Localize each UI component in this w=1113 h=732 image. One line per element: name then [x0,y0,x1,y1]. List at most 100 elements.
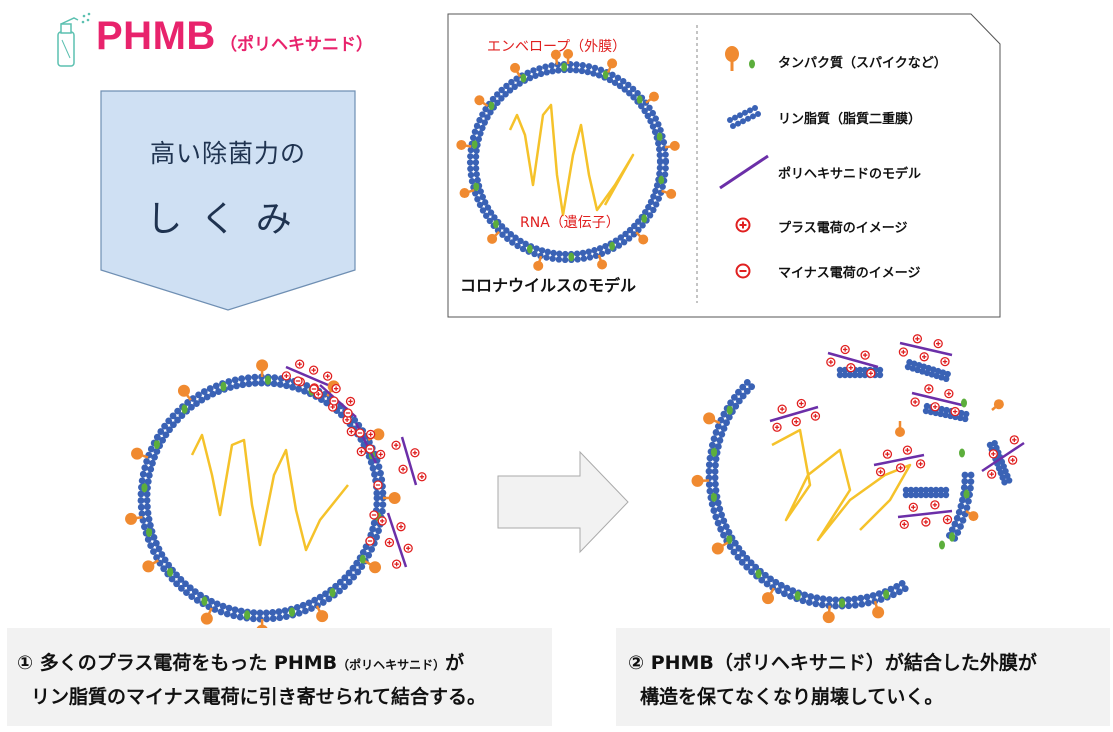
spike-head [638,234,649,245]
plus-charge [384,537,395,548]
rna-strand [190,433,349,552]
phmb-polymer [897,500,953,530]
plus-charge [875,467,886,477]
minus-charge [329,396,339,406]
spike-head [762,592,775,605]
protein-fragment [959,448,965,458]
spike-head [487,233,498,244]
lipid-bead [932,409,940,417]
lipid-bead [922,486,930,494]
spike-head [872,606,885,619]
lipid-bead [902,486,910,494]
banner-line-1: 高い除菌力の [149,139,306,168]
plus-charge [777,404,787,414]
coronavirus-model [456,49,680,271]
plus-charge [366,429,376,440]
plus-charge [919,352,929,362]
plus-charge [866,368,876,378]
plus-charge [323,371,333,381]
lipid-bead [922,491,930,499]
step1-line1-small: （ポリヘキサニド） [337,658,446,672]
plus-charge [391,440,401,450]
spike-head [388,492,401,504]
lipid-bead [917,491,925,499]
lipid-bead [927,486,935,494]
lipid-bead [937,486,945,494]
plus-charge [910,397,920,407]
spike-head [369,561,382,574]
phmb-polymer [391,436,427,486]
minus-charge [355,428,365,438]
plus-charge [895,463,906,473]
lipid-bead [923,402,931,410]
polymer-model-icon [719,154,769,190]
plus-charge [346,426,356,437]
minus-charge [343,408,353,418]
spike-head [669,140,680,151]
plus-charge [924,384,934,394]
lipid-bead [962,415,969,423]
plus-charge [987,469,997,479]
step2-collapse-diagram [691,334,1025,624]
step1-line2: リン脂質のマイナス電荷に引き寄せられて結合する。 [31,686,487,708]
lipid-bead [856,366,864,374]
rna-strand [508,103,635,217]
lipid-bead [922,407,930,415]
phmb-polymer [826,344,879,378]
lipid-bead [876,371,884,379]
plus-charge [376,449,386,460]
plus-charge [940,356,950,367]
plus-charge-icon [735,217,751,233]
plus-charge [921,517,931,527]
lipid-bead [917,486,925,494]
plus-charge [930,500,940,510]
spike-head [993,399,1004,410]
plus-charge [933,338,943,349]
plus-charge [898,347,909,357]
step1-line1-a: ① 多くのプラス電荷をもった PHMB [17,652,338,674]
lipid-bead [851,371,859,379]
plus-charge [295,359,305,369]
rna-label: RNA（遺伝子） [520,215,620,231]
spike-head [550,49,561,60]
minus-charge [365,536,375,546]
lipid-bead [841,371,849,379]
lipid-bead [942,411,949,419]
plus-charge [810,411,821,421]
lipid-bead [962,410,970,418]
plus-charge [417,472,427,482]
plus-charge [915,459,926,469]
mechanism-banner [100,90,356,311]
lipid-bead [944,370,951,378]
spike-head [510,62,521,73]
spike-head [895,427,906,437]
phmb-polymer [898,334,953,367]
spike-head [256,359,269,372]
plus-charge [398,464,408,474]
spike-head [200,612,213,625]
lipid-bead [942,491,950,499]
phmb-polymer [981,435,1025,479]
plus-charge [846,363,856,373]
rna-strand [771,428,912,542]
legend-panel [447,13,1001,318]
spike-head [474,95,485,106]
lipid-bead [912,486,920,494]
spike-protein-icon [725,46,755,71]
plus-charge [840,344,850,355]
spike-head [131,447,144,460]
step1-binding-diagram [125,359,427,635]
right-arrow-icon [497,450,629,554]
protein-fragment [961,398,967,408]
lipid-bilayer-icon [727,105,761,129]
legend-label-polymer: ポリヘキサニドのモデル [778,167,922,182]
legend-label-protein: タンパク質（スパイクなど） [778,56,947,71]
phmb-polymer [873,445,926,477]
minus-charge [309,384,319,394]
spike-head [533,260,544,271]
envelope-membrane [466,60,670,264]
minus-charge [369,510,379,520]
lipid-bead [937,410,944,418]
lipid-bead [932,491,940,499]
plus-charge [912,334,923,344]
